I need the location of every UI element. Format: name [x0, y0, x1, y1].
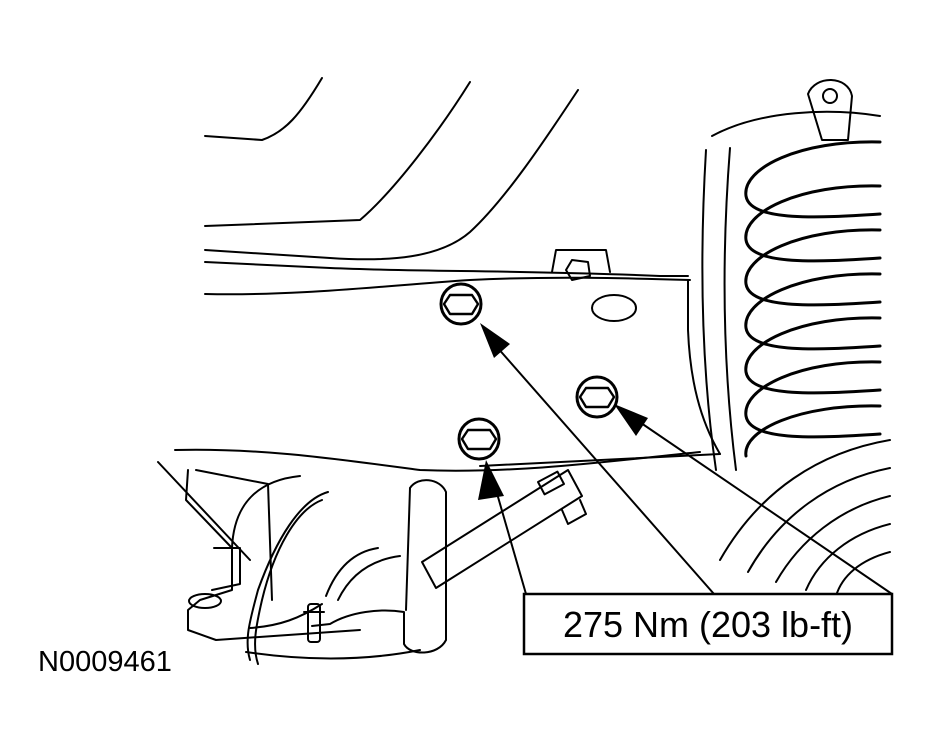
arrowhead-1	[480, 323, 510, 358]
arrowhead-3	[478, 460, 504, 500]
bolt-1	[439, 282, 483, 326]
tire	[719, 439, 891, 597]
arrowhead-2	[614, 404, 648, 436]
stabilizer-bar	[249, 479, 447, 654]
hose-clip	[303, 603, 325, 643]
torque-spec-label: 275 Nm (203 lb-ft)	[563, 604, 853, 645]
callout-leaders	[495, 345, 893, 595]
lower-arm	[157, 461, 361, 641]
coil-spring	[701, 79, 882, 471]
brake-hose	[245, 491, 421, 665]
bolt-3	[457, 417, 501, 461]
bolt-2	[575, 375, 619, 419]
torque-callout: 275 Nm (203 lb-ft)	[522, 592, 894, 656]
frame-tab	[551, 249, 637, 322]
stabilizer-link	[421, 469, 587, 589]
figure-id-label: N0009461	[38, 646, 172, 678]
body-panel	[204, 77, 691, 296]
